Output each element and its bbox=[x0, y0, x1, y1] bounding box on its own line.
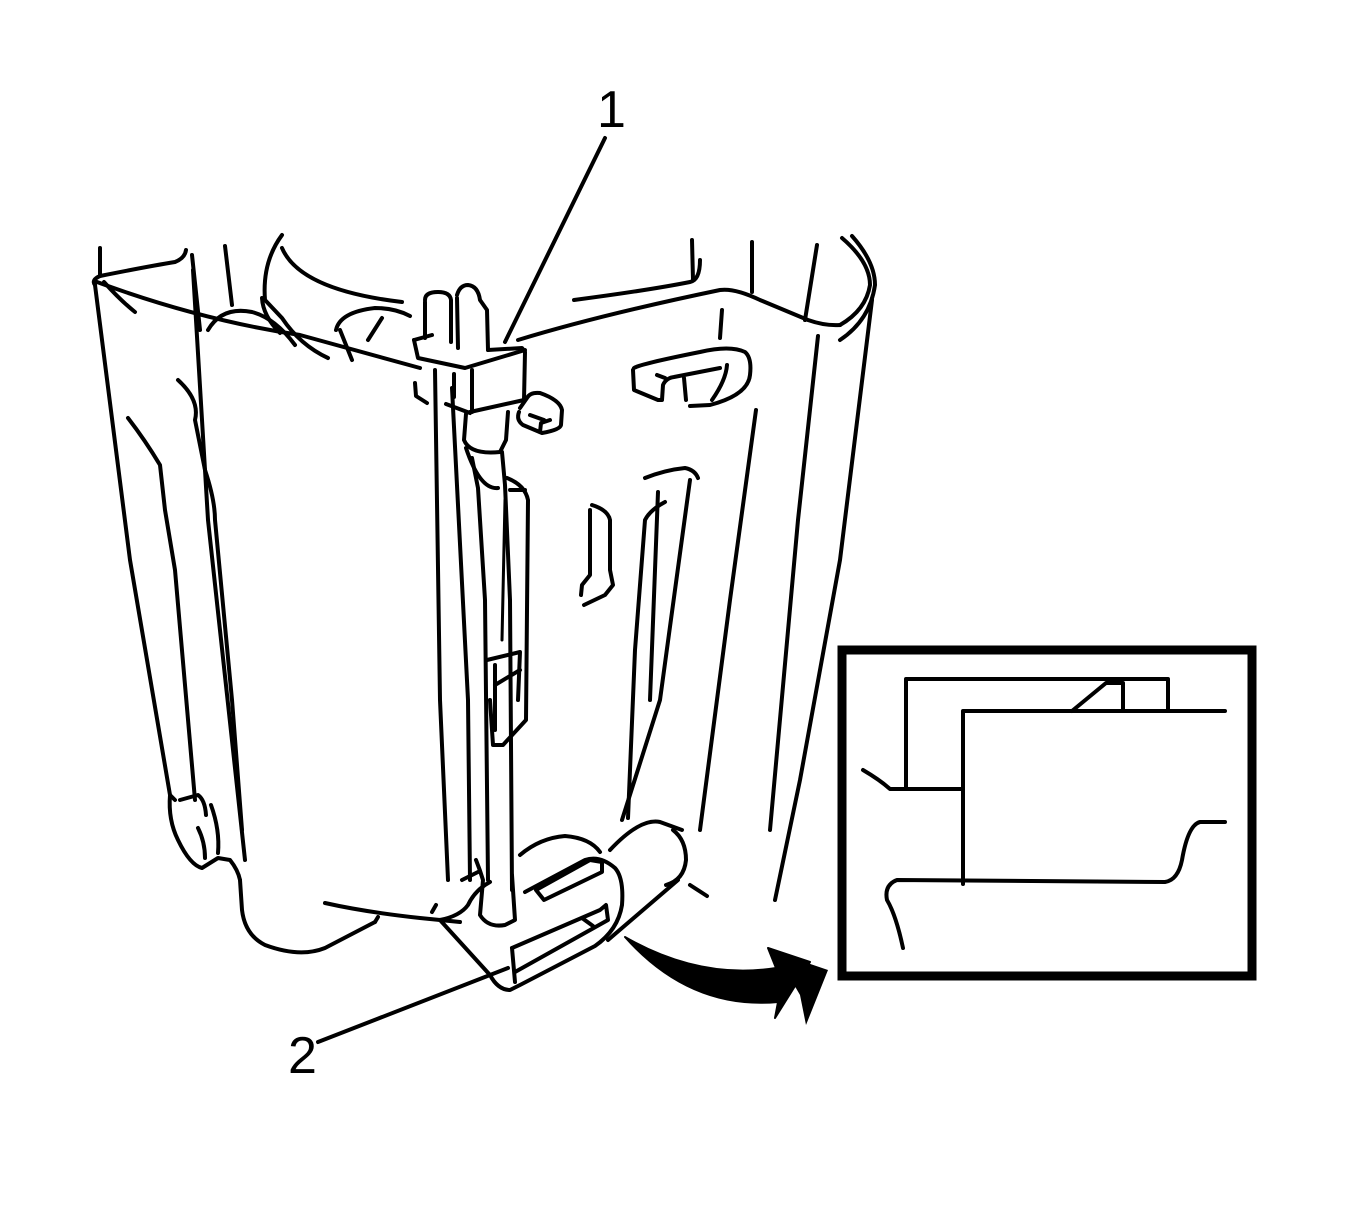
detail-inset bbox=[837, 645, 1257, 981]
tube bbox=[433, 368, 530, 892]
electrical-connector bbox=[412, 283, 527, 415]
lower-retainer bbox=[316, 834, 709, 1044]
callout-1-leader bbox=[503, 136, 607, 344]
detail-arrow-icon bbox=[624, 936, 828, 1025]
rear-housing bbox=[98, 233, 877, 362]
retaining-hook bbox=[631, 346, 753, 408]
front-left-panel bbox=[91, 268, 462, 955]
right-panel bbox=[516, 287, 874, 902]
callout-2-label: 2 bbox=[288, 1027, 317, 1085]
side-tab bbox=[516, 390, 564, 435]
callout-1-label: 1 bbox=[597, 81, 626, 139]
